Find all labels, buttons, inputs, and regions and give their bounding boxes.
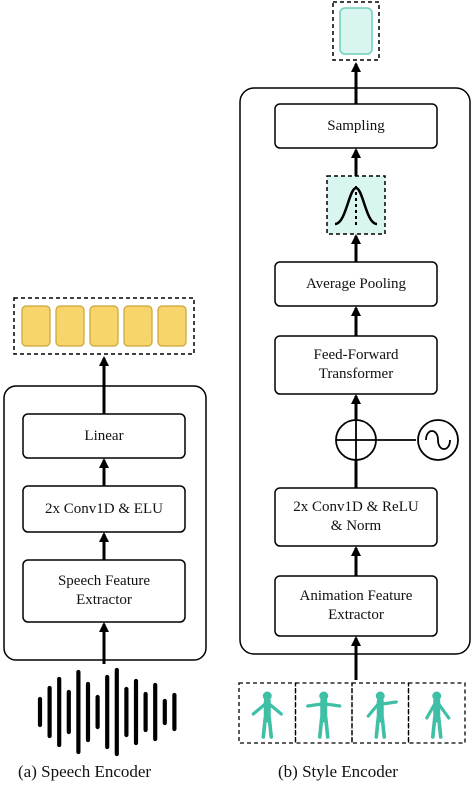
speech-encoder-caption: (a) Speech Encoder	[18, 762, 152, 781]
speech-feature-token	[21, 305, 51, 347]
speech-encoder	[3, 297, 207, 757]
sampling-label: Sampling	[327, 117, 385, 134]
animation-extractor-label: Animation Feature Extractor	[299, 588, 413, 623]
sine-wave-icon	[417, 419, 459, 461]
average-pooling-label: Average Pooling	[305, 275, 407, 292]
speech-feature-token	[89, 305, 119, 347]
speech-feature-tokens-frame	[13, 297, 195, 355]
speech-feature-tokens	[21, 305, 187, 347]
style-conv-label: 2x Conv1D & ReLU & Norm	[293, 499, 419, 534]
style-encoder	[238, 1, 471, 744]
style-code-output	[332, 1, 380, 61]
animation-input-frames	[238, 682, 466, 744]
character-figure-icon	[251, 691, 283, 739]
speech-feature-token	[157, 305, 187, 347]
style-encoder-caption: (b) Style Encoder	[278, 762, 398, 781]
character-figure-icon	[306, 691, 342, 739]
speech-feature-token	[55, 305, 85, 347]
speech-feature-token	[123, 305, 153, 347]
character-figure-icon	[425, 691, 451, 739]
circled-plus-icon	[335, 419, 377, 461]
gaussian-distribution-icon	[326, 175, 386, 235]
animation-frame	[407, 682, 466, 744]
character-figure-icon	[366, 691, 398, 739]
transformer-label: Feed-Forward Transformer	[313, 347, 399, 382]
audio-waveform-icon	[37, 667, 177, 757]
speech-conv-label: 2x Conv1D & ELU	[45, 500, 163, 517]
linear-label: Linear	[84, 427, 124, 444]
speech-extractor-label: Speech Feature Extractor	[57, 573, 151, 608]
